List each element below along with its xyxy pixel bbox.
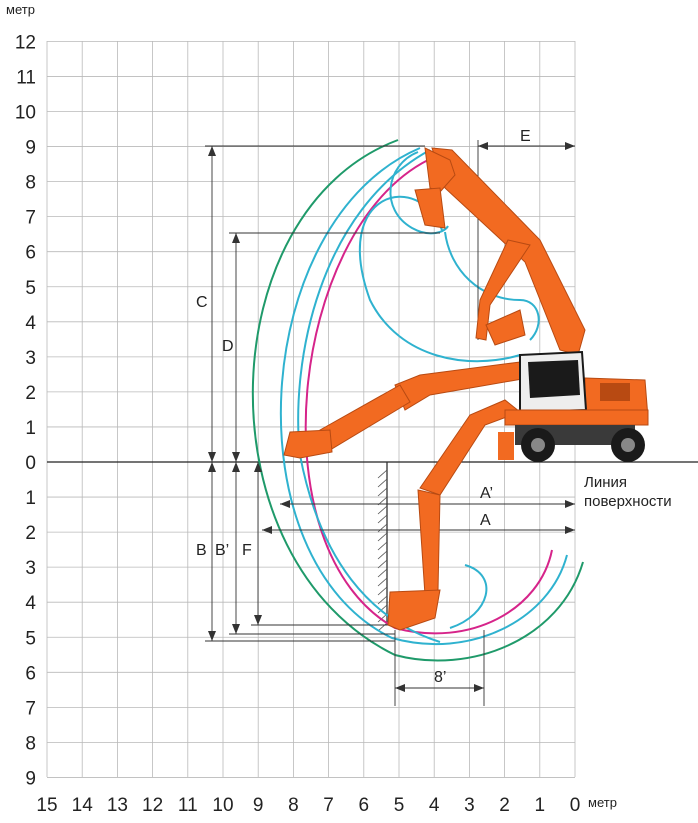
- bucket-horizontal: [283, 429, 333, 459]
- y-axis-unit: метр: [6, 2, 35, 17]
- wheel-rear-hub: [621, 438, 635, 452]
- hatch-stroke: [377, 532, 388, 542]
- ground-label-line1: Линия: [584, 474, 627, 491]
- excavator-illustration: [283, 147, 649, 631]
- y-tick-label: 5: [25, 278, 36, 299]
- dim-label-d: D: [222, 338, 234, 355]
- x-tick-label: 13: [107, 795, 128, 816]
- x-tick-label: 3: [464, 795, 475, 816]
- dim-label-f: F: [242, 542, 252, 559]
- hatch-stroke: [377, 568, 388, 578]
- y-tick-label: 1: [25, 488, 36, 509]
- x-tick-label: 11: [178, 795, 198, 816]
- ground-label-line2: поверхности: [584, 493, 672, 510]
- arc-max-reach: [251, 139, 584, 662]
- wheel-front-hub: [531, 438, 545, 452]
- dim-label-c: C: [196, 294, 208, 311]
- hatch-stroke: [377, 487, 388, 497]
- hatch-stroke: [377, 586, 388, 596]
- bucket-low: [387, 589, 441, 631]
- hatch-stroke: [377, 523, 388, 533]
- hatch-stroke: [377, 604, 388, 614]
- x-tick-label: 9: [253, 795, 264, 816]
- y-tick-label: 4: [25, 313, 36, 334]
- x-tick-label: 12: [142, 795, 163, 816]
- hatch-stroke: [377, 577, 388, 587]
- dim-label-eight: 8’: [434, 669, 446, 686]
- arc-bucket-upper: [389, 151, 449, 235]
- dim-label-e: E: [520, 128, 531, 145]
- bucket-high2: [414, 187, 446, 229]
- y-tick-label: 0: [25, 453, 36, 474]
- dimension-lines: [205, 140, 575, 706]
- y-tick-label: 12: [15, 32, 36, 53]
- dozer-blade: [498, 432, 514, 460]
- hatch-stroke: [377, 622, 388, 632]
- y-tick-label: 2: [25, 523, 36, 544]
- hatch-stroke: [377, 559, 388, 569]
- hatch-stroke: [377, 469, 388, 479]
- y-tick-label: 6: [25, 243, 36, 264]
- x-tick-label: 8: [288, 795, 299, 816]
- x-tick-label: 6: [359, 795, 370, 816]
- arc-bucket-mid: [358, 195, 521, 363]
- arm-high: [475, 239, 531, 341]
- dim-label-a-prime: A’: [480, 485, 493, 502]
- x-axis-unit: метр: [588, 795, 617, 810]
- x-tick-label: 0: [570, 795, 581, 816]
- hatch-stroke: [377, 550, 388, 560]
- y-tick-label: 7: [25, 698, 36, 719]
- hatch-stroke: [377, 613, 388, 623]
- x-tick-label: 1: [535, 795, 546, 816]
- arm-horizontal: [319, 384, 411, 451]
- dim-label-a: A: [480, 512, 491, 529]
- y-tick-label: 8: [25, 733, 36, 754]
- y-tick-label: 2: [25, 383, 36, 404]
- upper-deck: [504, 409, 649, 426]
- y-tick-label: 11: [16, 67, 36, 88]
- trench-wall: [377, 462, 388, 632]
- engine-cover: [600, 383, 630, 401]
- hatch-stroke: [377, 514, 388, 524]
- cab-window: [528, 360, 580, 398]
- hatch-stroke: [377, 541, 388, 551]
- hatch-stroke: [377, 505, 388, 515]
- arc-reach-inner: [304, 159, 553, 635]
- x-tick-label: 7: [323, 795, 334, 816]
- dim-label-b: B: [196, 542, 207, 559]
- y-tick-label: 4: [25, 593, 36, 614]
- y-tick-label: 9: [25, 768, 36, 789]
- arm-low: [417, 489, 441, 596]
- hatch-stroke: [377, 478, 388, 488]
- x-tick-label: 4: [429, 795, 440, 816]
- dim-label-b-prime: B’: [215, 542, 229, 559]
- hatch-stroke: [377, 595, 388, 605]
- x-tick-label: 5: [394, 795, 405, 816]
- y-tick-label: 3: [25, 348, 36, 369]
- arc-bucket-mid2: [444, 231, 540, 341]
- y-tick-label: 5: [25, 628, 36, 649]
- y-tick-label: 1: [25, 418, 36, 439]
- bucket-high: [424, 147, 456, 193]
- x-tick-label: 10: [212, 795, 233, 816]
- y-tick-label: 7: [25, 208, 36, 229]
- y-tick-label: 10: [15, 103, 36, 124]
- arc-reach-ground: [280, 147, 568, 646]
- arc-lower-cyan: [449, 564, 488, 629]
- x-tick-label: 14: [72, 795, 94, 816]
- x-tick-label: 2: [499, 795, 510, 816]
- y-tick-label: 3: [25, 558, 36, 579]
- y-tick-label: 9: [25, 138, 36, 159]
- x-tick-label: 15: [36, 795, 57, 816]
- dimension-arrows: [208, 142, 575, 692]
- bucket-arm-tip: [485, 309, 526, 346]
- y-tick-label: 8: [25, 173, 36, 194]
- y-tick-label: 6: [25, 663, 36, 684]
